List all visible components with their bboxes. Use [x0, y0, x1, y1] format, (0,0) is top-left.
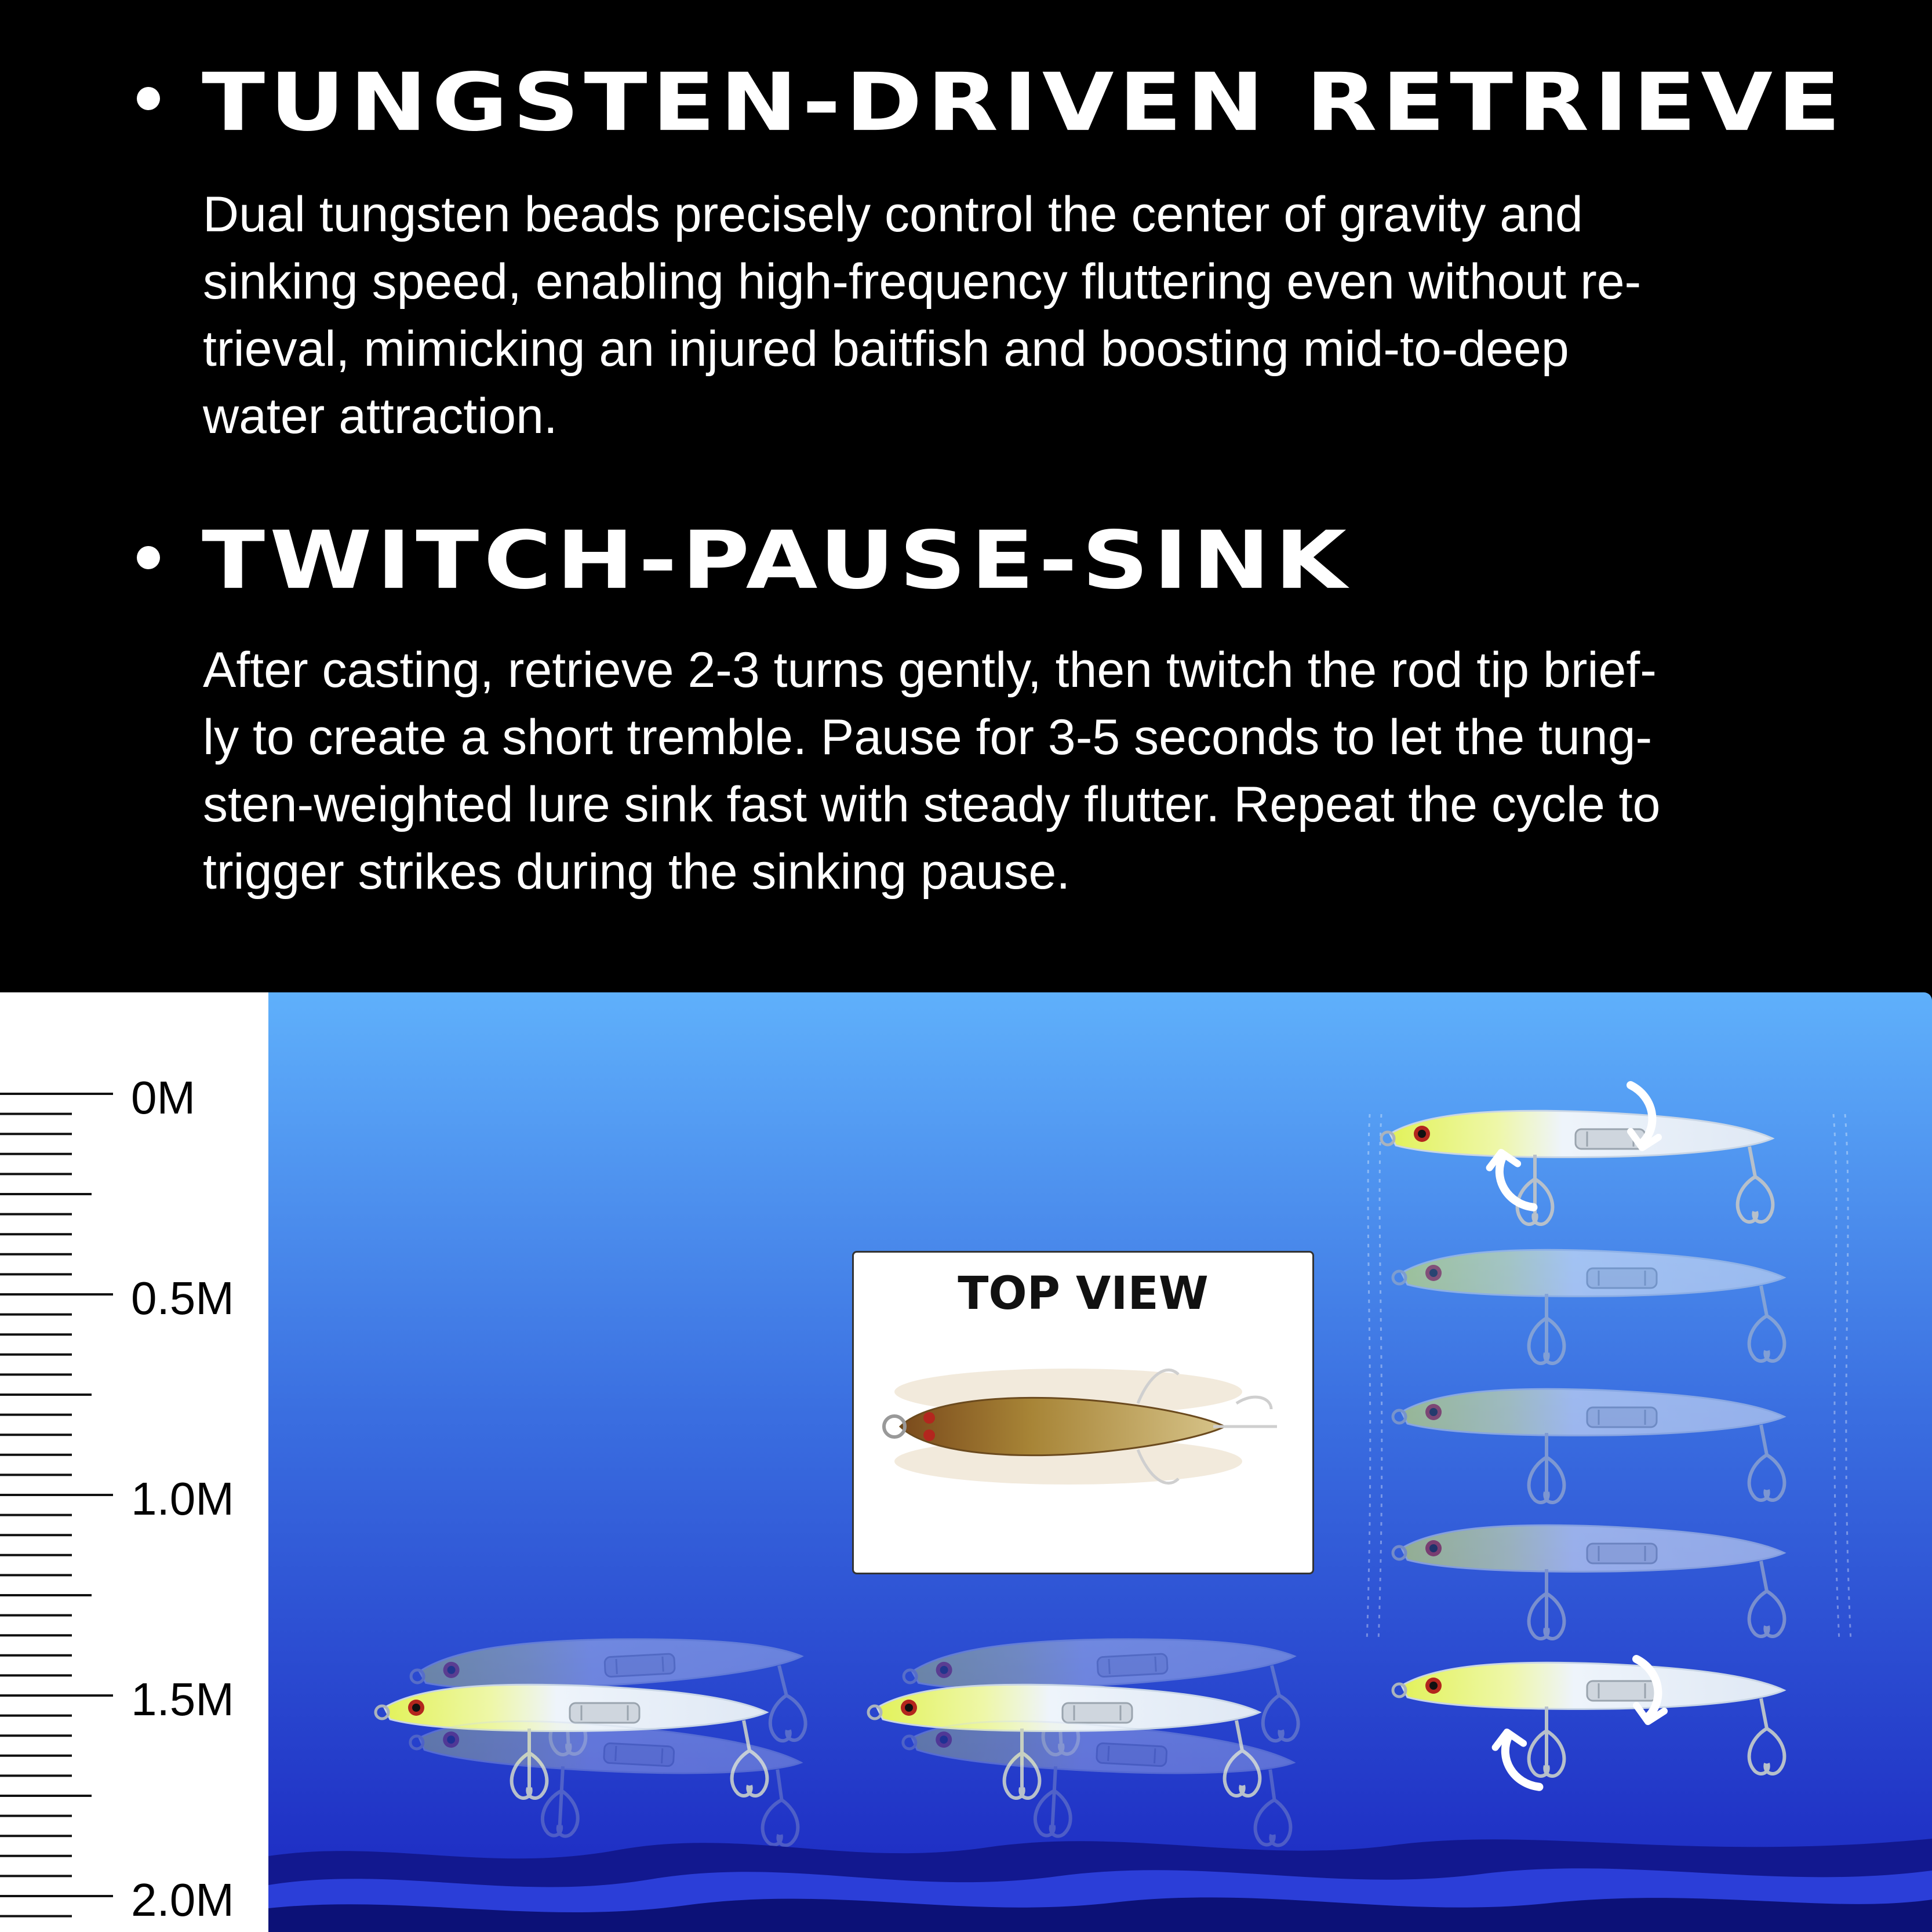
description-line: trigger strikes during the sinking pause… [203, 844, 1071, 900]
underwater-scene: TOP VIEW [268, 992, 1932, 1932]
section-description-2: After casting, retrieve 2-3 turns gently… [203, 636, 1791, 905]
top-view-box: TOP VIEW [852, 1251, 1314, 1574]
depth-label-1-5m: 1.5M [131, 1673, 234, 1725]
depth-label-2-0m: 2.0M [131, 1874, 234, 1926]
section-heading-1: TUNGSTEN-DRIVEN RETRIEVE [202, 55, 1846, 149]
top-view-lure [882, 1368, 1277, 1485]
depth-ruler: 0M 0.5M 1.0M 1.5M 2.0M [0, 992, 268, 1932]
description-line: ly to create a short tremble. Pause for … [203, 710, 1653, 765]
bullet-dot [137, 546, 160, 569]
bullet-dot [137, 87, 160, 110]
section-heading-2: TWITCH-PAUSE-SINK [202, 513, 1352, 607]
depth-label-1-0m: 1.0M [131, 1473, 234, 1525]
depth-label-0-5m: 0.5M [131, 1272, 234, 1324]
description-line: trieval, mimicking an injured baitfish a… [203, 321, 1569, 377]
description-line: water attraction. [203, 388, 558, 444]
description-line: Dual tungsten beads precisely control th… [203, 187, 1583, 242]
description-line: sten-weighted lure sink fast with steady… [203, 777, 1661, 832]
description-line: After casting, retrieve 2-3 turns gently… [203, 642, 1657, 698]
description-line: sinking speed, enabling high-frequency f… [203, 254, 1642, 310]
depth-label-0m: 0M [131, 1072, 196, 1123]
ruler-ticks [0, 1093, 113, 1918]
top-view-title: TOP VIEW [958, 1268, 1209, 1320]
feature-text-panel: TUNGSTEN-DRIVEN RETRIEVE Dual tungsten b… [137, 55, 1846, 905]
section-description-1: Dual tungsten beads precisely control th… [203, 181, 1791, 450]
